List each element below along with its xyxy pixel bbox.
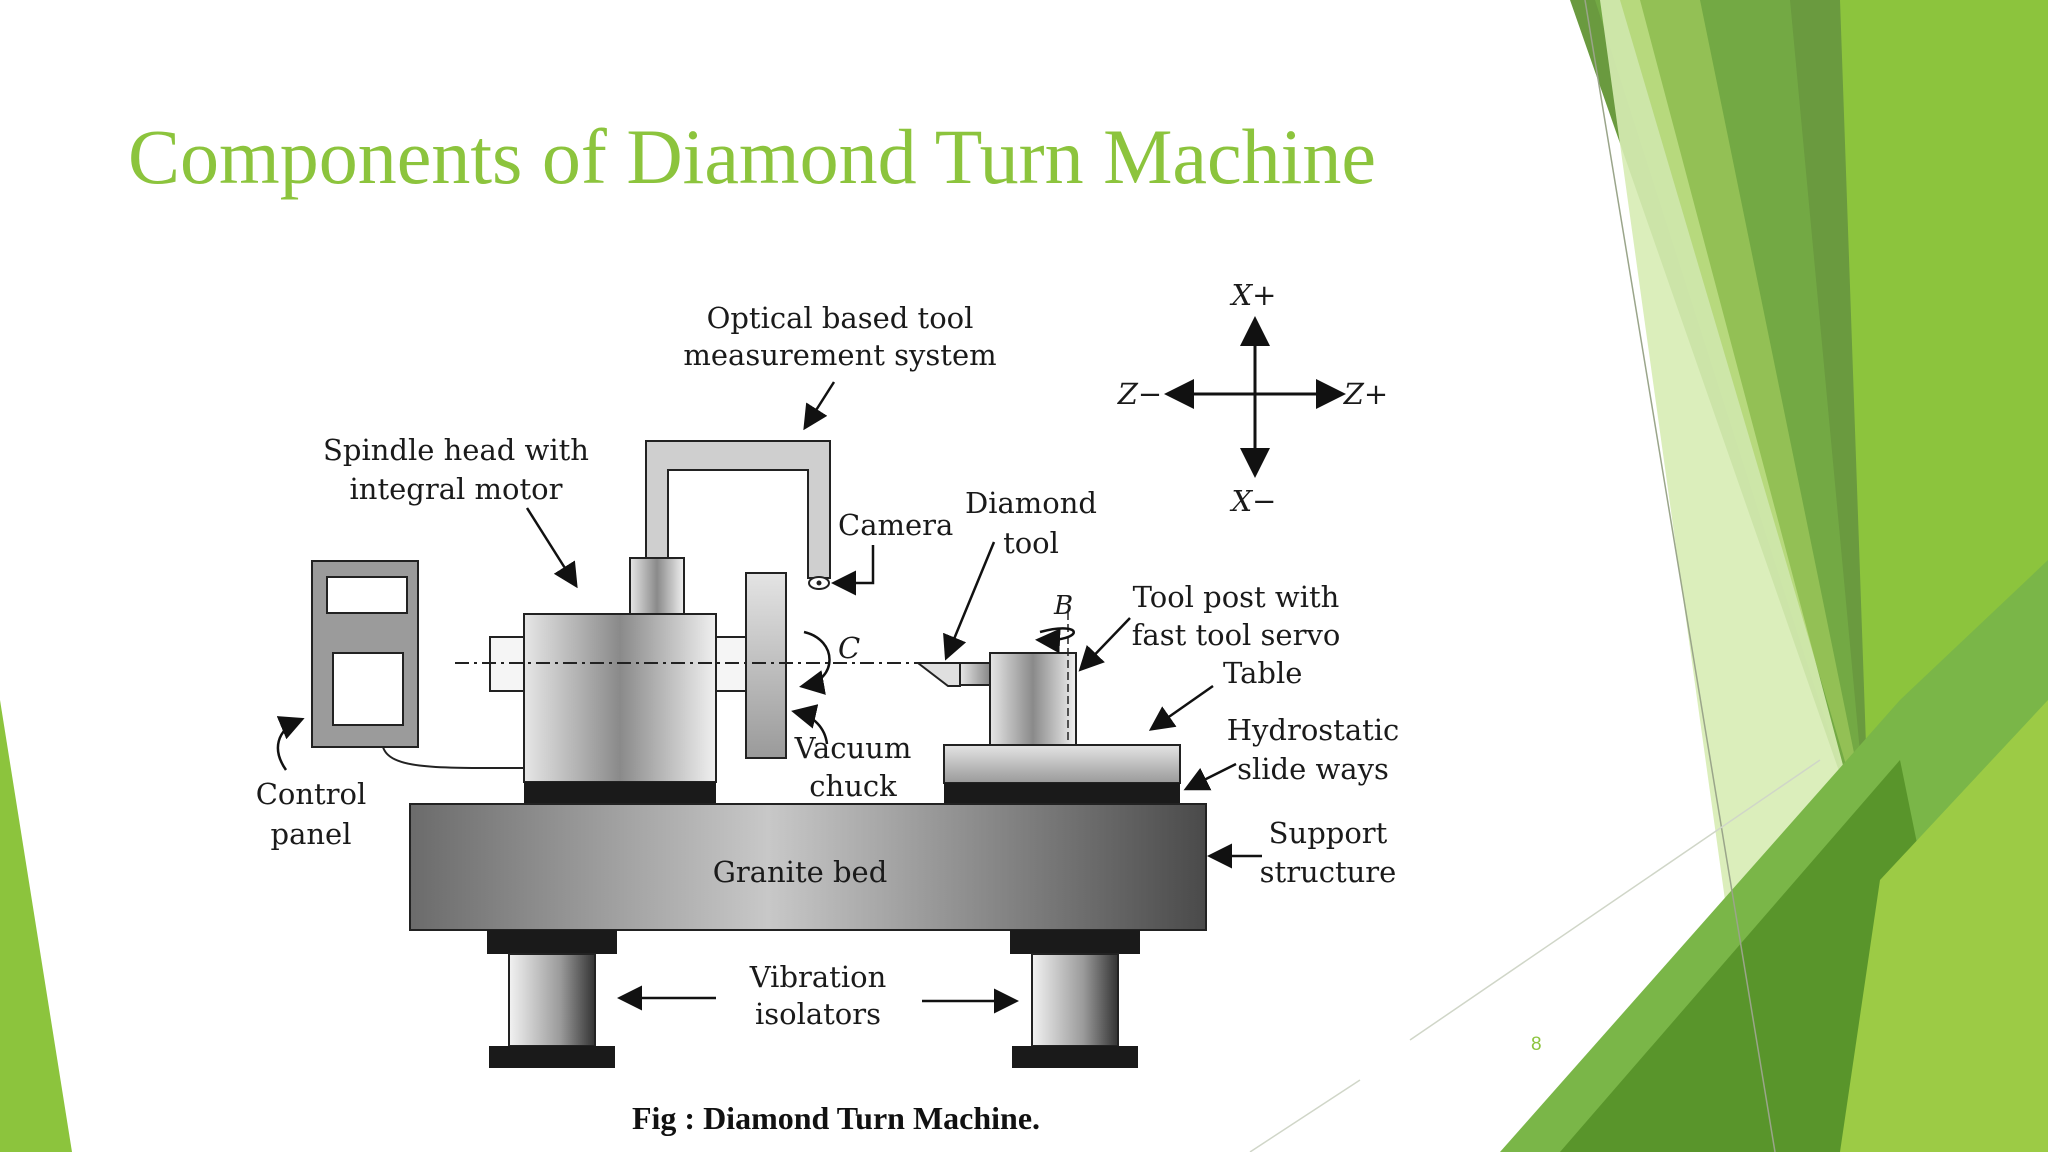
label-vibration-line1: Vibration <box>749 960 887 994</box>
granite-bed <box>409 803 1207 931</box>
tool-post <box>989 652 1077 746</box>
vacuum-chuck <box>745 572 787 759</box>
label-control-line1: Control <box>256 777 367 811</box>
label-z-minus: Z− <box>1117 377 1162 411</box>
label-optical-line1: Optical based tool <box>707 301 974 335</box>
frame-mount <box>629 557 685 615</box>
label-axis-c: C <box>838 631 860 665</box>
control-panel <box>311 560 419 748</box>
label-optical-line2: measurement system <box>683 338 996 372</box>
label-axis-b: B <box>1053 591 1073 621</box>
b-rotation-arrow <box>1035 627 1075 654</box>
control-cable <box>382 746 526 770</box>
label-hydro-line2: slide ways <box>1237 752 1389 786</box>
label-table: Table <box>1223 656 1302 690</box>
vibration-isolator-left <box>487 930 617 1068</box>
label-x-plus: X+ <box>1230 278 1277 312</box>
right-lighter-panel <box>1620 0 1880 880</box>
thin-line-1 <box>1584 0 1776 1152</box>
label-spindle-line1: Spindle head with <box>323 433 589 467</box>
bottom-bright-panel <box>1840 700 2048 1152</box>
spindle-base <box>524 782 716 804</box>
label-toolpost-line1: Tool post with <box>1133 580 1340 614</box>
label-support-line1: Support <box>1269 816 1388 850</box>
label-z-plus: Z+ <box>1343 377 1388 411</box>
control-panel-display <box>326 576 408 614</box>
vibration-isolator-right <box>1010 930 1140 1068</box>
slide-title: Components of Diamond Turn Machine <box>128 113 1376 200</box>
label-granite-bed: Granite bed <box>713 855 888 889</box>
pointer-arrows <box>276 381 1262 1014</box>
c-rotation-arrow <box>799 630 831 695</box>
label-spindle-line2: integral motor <box>350 472 563 506</box>
page-number: 8 <box>1531 1034 1542 1055</box>
label-x-minus: X− <box>1230 484 1277 518</box>
label-vacuum-line2: chuck <box>809 769 897 803</box>
label-hydro-line1: Hydrostatic <box>1227 713 1400 747</box>
spindle-head <box>523 613 717 783</box>
label-camera: Camera <box>838 508 953 542</box>
label-vibration-line2: isolators <box>755 997 881 1031</box>
label-support-line2: structure <box>1260 855 1397 889</box>
diamond-tool <box>915 662 961 687</box>
axis-cross <box>1164 316 1346 478</box>
hydrostatic-slide-ways <box>944 783 1180 804</box>
table <box>943 744 1181 784</box>
label-vacuum-line1: Vacuum <box>794 731 912 765</box>
thin-line-2 <box>1409 759 1821 1041</box>
label-diamond-line2: tool <box>1003 526 1059 560</box>
control-panel-keypad <box>332 652 404 726</box>
left-green-shape <box>0 700 72 1152</box>
label-diamond-line1: Diamond <box>965 486 1097 520</box>
figure-caption: Fig : Diamond Turn Machine. <box>631 1100 1041 1136</box>
label-toolpost-line2: fast tool servo <box>1132 618 1341 652</box>
label-control-line2: panel <box>271 817 352 851</box>
optical-measurement-frame <box>645 440 831 579</box>
thin-line-3 <box>1249 1079 1361 1152</box>
